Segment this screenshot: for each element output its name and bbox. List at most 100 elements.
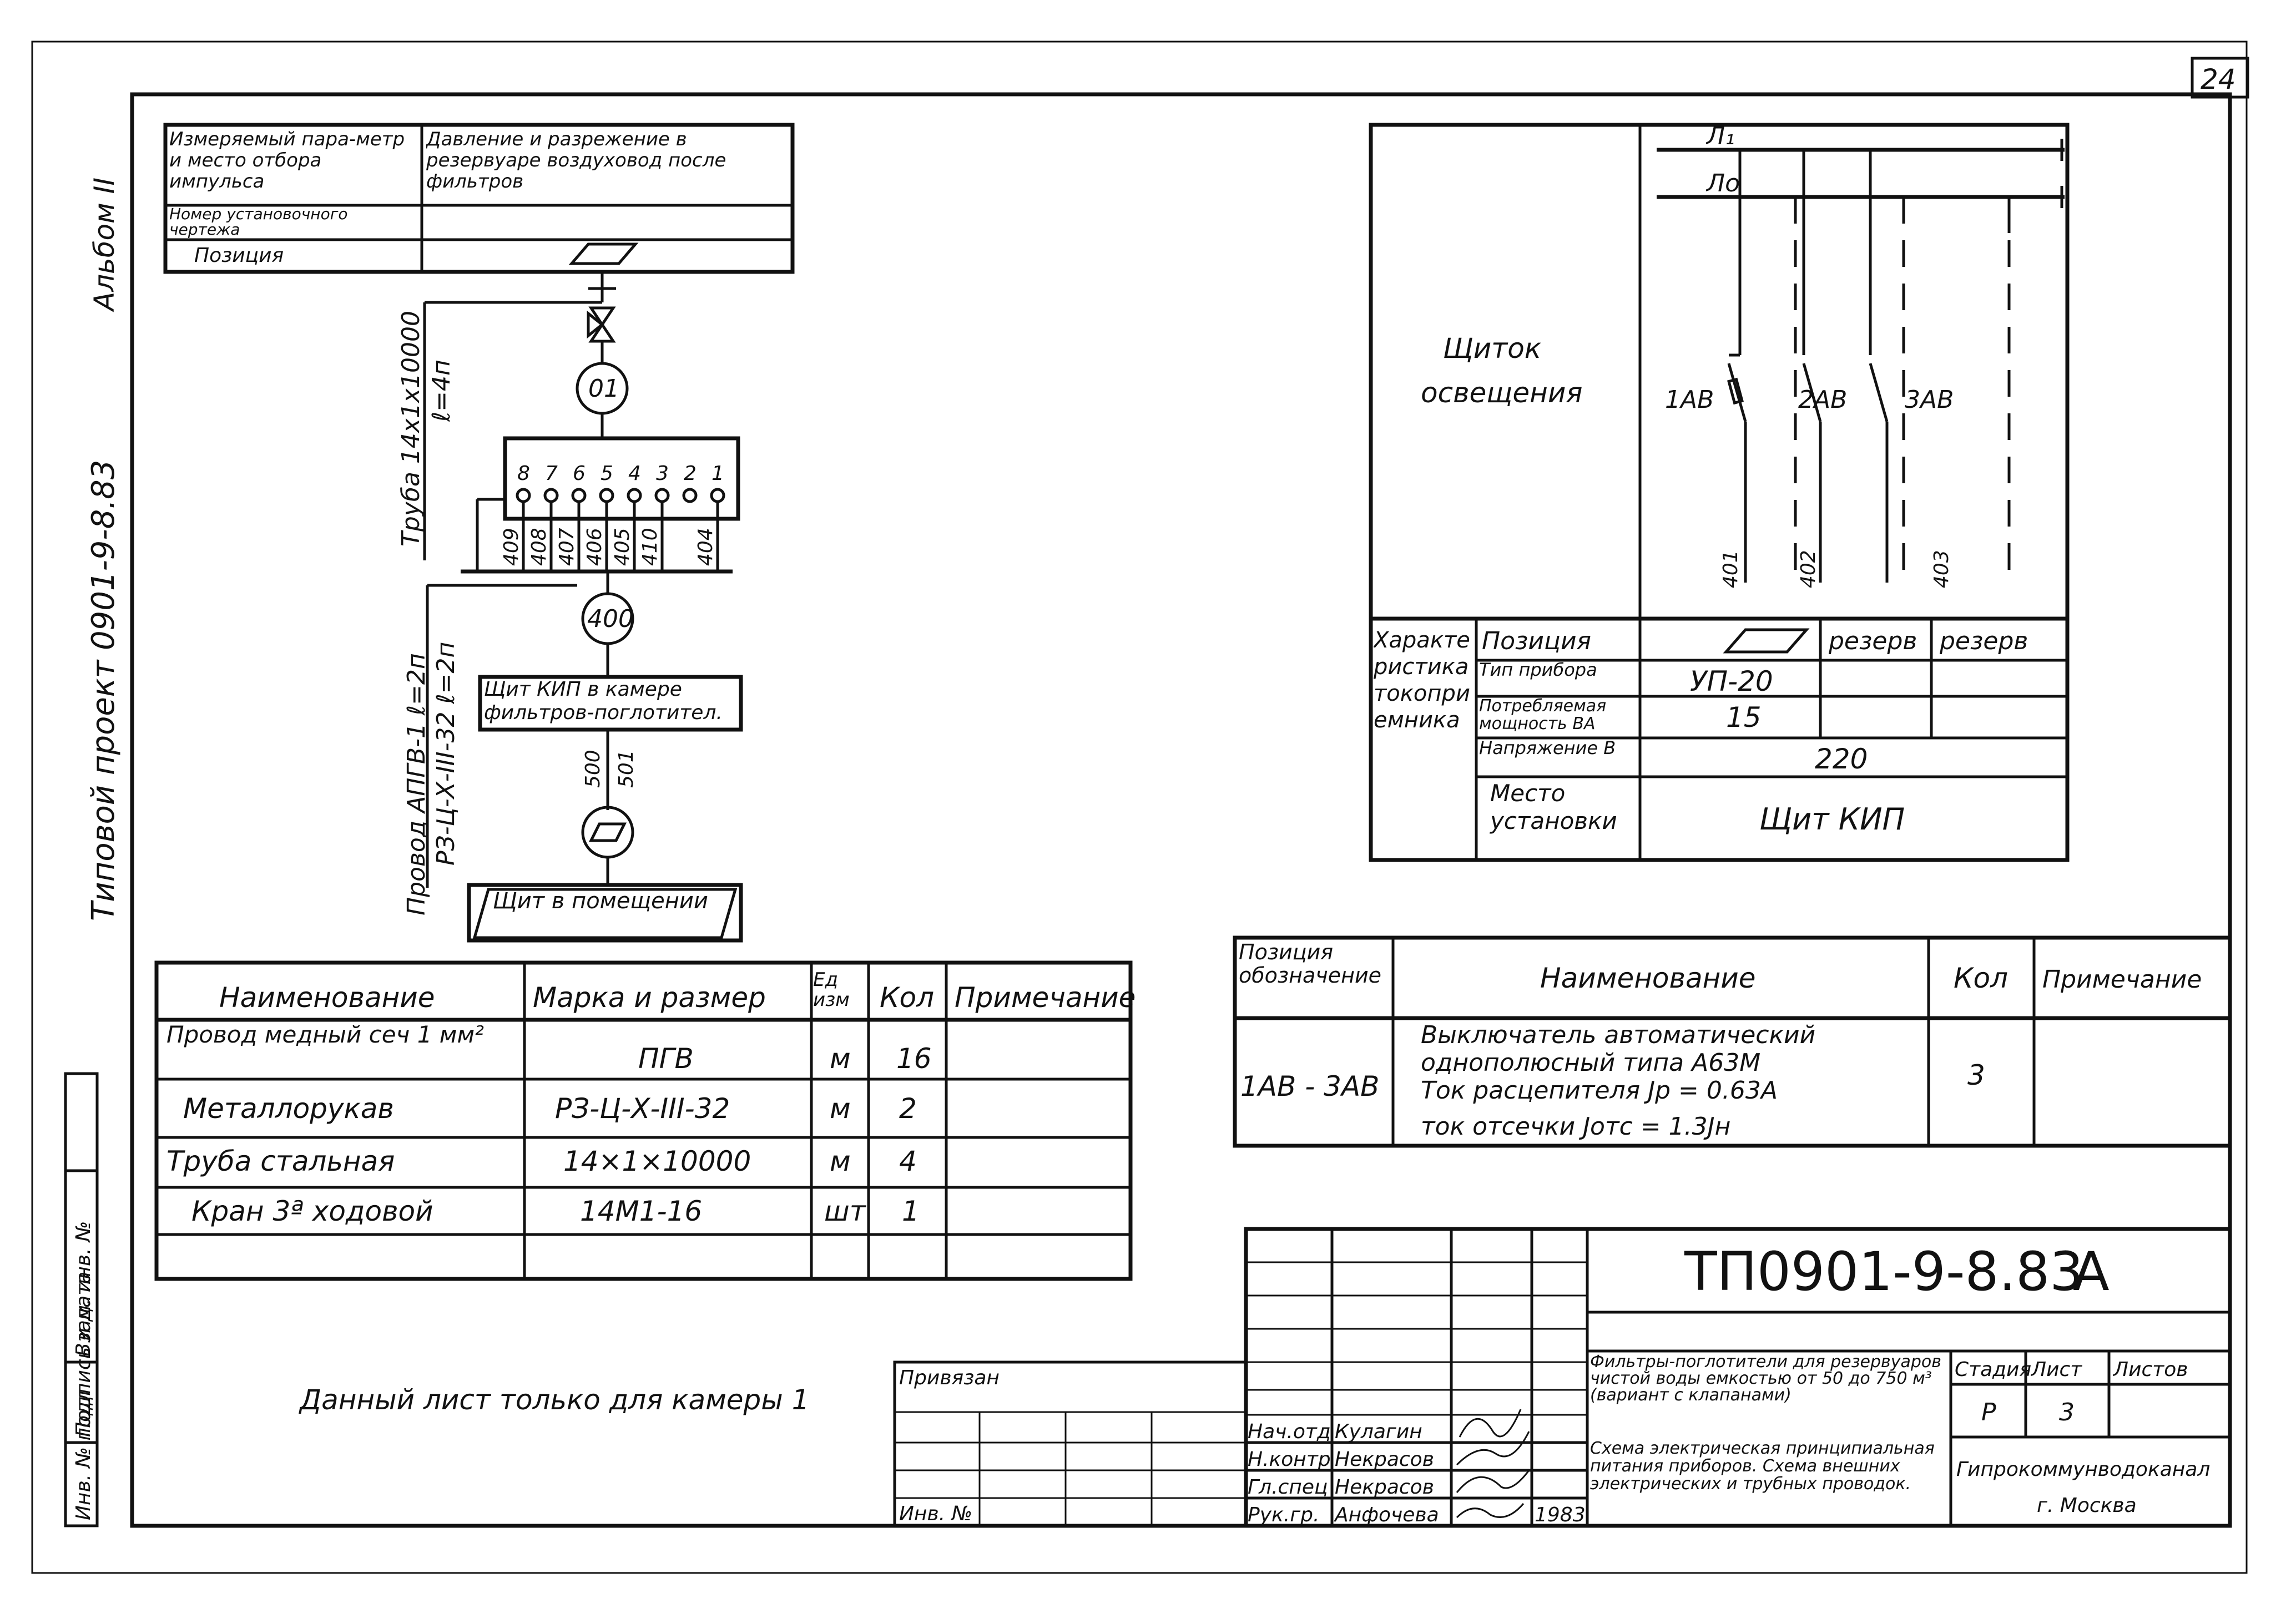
svg-text:403: 403 bbox=[1930, 550, 1953, 588]
svg-text:1: 1 bbox=[711, 462, 724, 485]
position-label: Позиция bbox=[194, 244, 284, 267]
svg-text:Кулагин: Кулагин bbox=[1335, 1420, 1422, 1443]
svg-text:410: 410 bbox=[639, 528, 662, 566]
table-row: Кран 3ª ходовой bbox=[191, 1195, 433, 1227]
instrument-position-symbol bbox=[568, 242, 639, 265]
col-name: Наименование bbox=[219, 982, 435, 1014]
privyazan-block: Привязан Инв. № bbox=[893, 1360, 1248, 1527]
svg-text:Взам. инв. №: Взам. инв. № bbox=[72, 1221, 95, 1357]
svg-text:Лист: Лист bbox=[2030, 1358, 2082, 1381]
svg-text:однополюсный типа А63М: однополюсный типа А63М bbox=[1421, 1049, 1760, 1077]
svg-text:1АВ: 1АВ bbox=[1665, 386, 1714, 414]
drawing-number-label: Номер установочного чертежа bbox=[169, 206, 348, 239]
svg-text:Выключатель автоматический: Выключатель автоматический bbox=[1421, 1021, 1815, 1049]
svg-text:м: м bbox=[830, 1092, 851, 1125]
instrument-diagram: 01 Труба 14х1х10000 ℓ=4п 8 7 6 5 4 3 2 1 bbox=[397, 272, 743, 943]
room-panel-device bbox=[581, 806, 634, 859]
sheet-note: Данный лист только для камеры 1 bbox=[299, 1384, 809, 1416]
svg-text:Ло: Ло bbox=[1705, 169, 1740, 198]
materials-table: Наименование Марка и размер Ед изм Кол П… bbox=[154, 960, 1136, 1281]
svg-text:3АВ: 3АВ bbox=[1905, 386, 1954, 414]
svg-text:2: 2 bbox=[899, 1092, 917, 1125]
svg-text:16: 16 bbox=[896, 1043, 932, 1075]
svg-text:3: 3 bbox=[656, 462, 669, 485]
svg-text:ток отсечки Jотс = 1.3Jн: ток отсечки Jотс = 1.3Jн bbox=[1421, 1112, 1730, 1141]
spec-qty: 3 bbox=[1967, 1059, 1985, 1091]
impulse-table: Измеряемый пара-метр и место отбора импу… bbox=[163, 123, 795, 274]
svg-text:Л₁: Л₁ bbox=[1705, 122, 1735, 150]
receiver-table: Характеристика токоприемника Позиция рез… bbox=[1374, 619, 2067, 860]
svg-text:402: 402 bbox=[1797, 550, 1820, 588]
spec-col-pos: Позиция обозначение bbox=[1239, 940, 1382, 988]
wire-numbers: 409 408 407 406 405 410 404 bbox=[500, 528, 717, 566]
param-value: Давление и разрежение в резервуаре возду… bbox=[426, 129, 726, 193]
kip-panel-label: Щит КИП в камере фильтров-поглотител. bbox=[484, 678, 723, 724]
svg-text:6: 6 bbox=[573, 462, 586, 485]
table-row: Металлорукав bbox=[183, 1092, 394, 1125]
svg-text:14М1-16: 14М1-16 bbox=[580, 1195, 702, 1227]
svg-text:Некрасов: Некрасов bbox=[1335, 1476, 1434, 1499]
col-note: Примечание bbox=[955, 982, 1136, 1014]
signature bbox=[1456, 1409, 1530, 1519]
table-row: Труба стальная bbox=[166, 1145, 395, 1177]
svg-text:14×1×10000: 14×1×10000 bbox=[563, 1145, 751, 1177]
panel-title-2: освещения bbox=[1421, 377, 1582, 409]
col-qty: Кол bbox=[880, 982, 934, 1014]
title-desc-1: Фильтры-поглотители для резервуаров чист… bbox=[1590, 1354, 1941, 1405]
svg-text:2АВ: 2АВ bbox=[1798, 386, 1847, 414]
side-stamp: Инв. № подл Подпись и дата Взам. инв. № bbox=[64, 1072, 99, 1527]
svg-text:405: 405 bbox=[611, 528, 634, 566]
svg-text:Позиция: Позиция bbox=[1482, 627, 1591, 655]
voltage-label: Напряжение В bbox=[1479, 739, 1616, 758]
spec-col-name: Наименование bbox=[1540, 962, 1756, 994]
svg-text:407: 407 bbox=[556, 528, 578, 566]
svg-text:Рук.гр.: Рук.гр. bbox=[1248, 1504, 1319, 1526]
svg-text:Ток расцепителя Jр = 0.63А: Ток расцепителя Jр = 0.63А bbox=[1421, 1076, 1778, 1105]
svg-text:Привязан: Привязан bbox=[899, 1367, 1000, 1389]
power-value: 15 bbox=[1726, 701, 1762, 733]
svg-text:401: 401 bbox=[1719, 550, 1742, 588]
svg-text:Подпись и дата: Подпись и дата bbox=[72, 1272, 95, 1437]
pipe-length: ℓ=4п bbox=[427, 360, 456, 422]
cable-500: 500 bbox=[582, 750, 604, 788]
terminal-numbers: 8 7 6 5 4 3 2 1 bbox=[517, 462, 724, 485]
svg-text:Анфочева: Анфочева bbox=[1334, 1504, 1439, 1526]
svg-text:4: 4 bbox=[899, 1145, 917, 1177]
drawing-letter: А bbox=[2073, 1241, 2110, 1303]
svg-text:8: 8 bbox=[517, 462, 530, 485]
title-city: г. Москва bbox=[2037, 1494, 2137, 1517]
feeder-labels: 401 402 403 bbox=[1719, 550, 1953, 588]
title-sheet: 3 bbox=[2059, 1398, 2075, 1426]
type-label: Тип прибора bbox=[1479, 661, 1597, 680]
outer-frame bbox=[31, 41, 2248, 1574]
pipe-label: Труба 14х1х10000 bbox=[397, 311, 425, 547]
param-label: Измеряемый пара-метр и место отбора импу… bbox=[169, 129, 405, 193]
panel-title-1: Щиток bbox=[1443, 332, 1541, 365]
terminal-block bbox=[503, 436, 740, 521]
receiver-position-symbol bbox=[1723, 628, 1810, 654]
svg-text:РЗ-Ц-Х-III-32: РЗ-Ц-Х-III-32 bbox=[555, 1092, 730, 1125]
svg-text:Гл.спец: Гл.спец bbox=[1248, 1476, 1328, 1499]
svg-text:409: 409 bbox=[500, 528, 523, 566]
svg-text:Инв. № подл: Инв. № подл bbox=[72, 1389, 95, 1520]
sleeve-label: РЗ-Ц-Х-III-32 ℓ=2п bbox=[432, 642, 460, 866]
title-stage: Р bbox=[1981, 1398, 1996, 1426]
drawing-code: ТП0901-9-8.83 bbox=[1684, 1241, 2083, 1303]
place-value: Щит КИП bbox=[1759, 802, 1905, 837]
svg-text:шт: шт bbox=[824, 1195, 867, 1227]
receiver-side-label: Характеристика токоприемника bbox=[1374, 628, 1470, 733]
svg-text:м: м bbox=[830, 1145, 851, 1177]
valve-symbol bbox=[588, 306, 616, 327]
svg-text:Стадия: Стадия bbox=[1955, 1358, 2031, 1381]
project-label: Типовой проект 0901-9-8.83 bbox=[85, 460, 122, 921]
voltage-value: 220 bbox=[1815, 743, 1868, 775]
wire-label: Провод АПГВ-1 ℓ=2п bbox=[402, 653, 431, 915]
svg-text:м: м bbox=[830, 1043, 851, 1075]
col-unit: Ед изм bbox=[813, 970, 850, 1011]
svg-text:ПГВ: ПГВ bbox=[638, 1043, 694, 1075]
svg-text:2: 2 bbox=[684, 462, 697, 485]
svg-text:404: 404 bbox=[694, 528, 717, 566]
power-label: Потребляемая мощность ВА bbox=[1479, 697, 1607, 733]
title-desc-2: Схема электрическая принципиальная питан… bbox=[1590, 1440, 1935, 1494]
